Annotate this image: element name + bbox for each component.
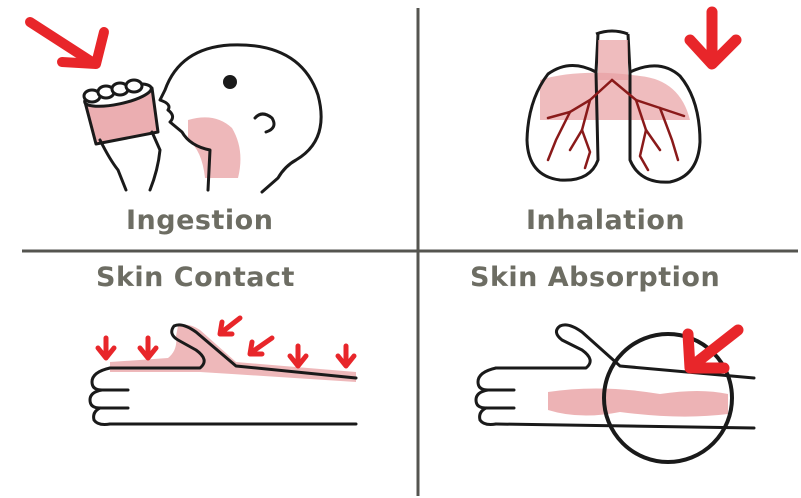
arrow-down-left-icon [688,330,738,368]
arrow-down-icon [338,346,354,366]
arrow-down-left-icon [250,338,272,354]
arrow-down-icon [690,12,736,64]
ingestion-illustration [30,22,321,192]
label-inhalation: Inhalation [526,205,685,236]
arrow-down-icon [140,338,156,358]
label-skin-absorption: Skin Absorption [470,262,720,293]
skin-absorption-illustration [476,325,754,462]
arrow-down-icon [98,338,114,358]
label-ingestion: Ingestion [126,205,273,236]
eye-icon [223,75,237,89]
label-skin-contact: Skin Contact [96,262,295,293]
arrow-down-icon [290,346,306,366]
inhalation-illustration [527,12,736,182]
skin-contact-illustration [90,318,356,425]
arrow-down-right-icon [30,22,104,64]
arrow-down-left-icon [220,318,240,334]
